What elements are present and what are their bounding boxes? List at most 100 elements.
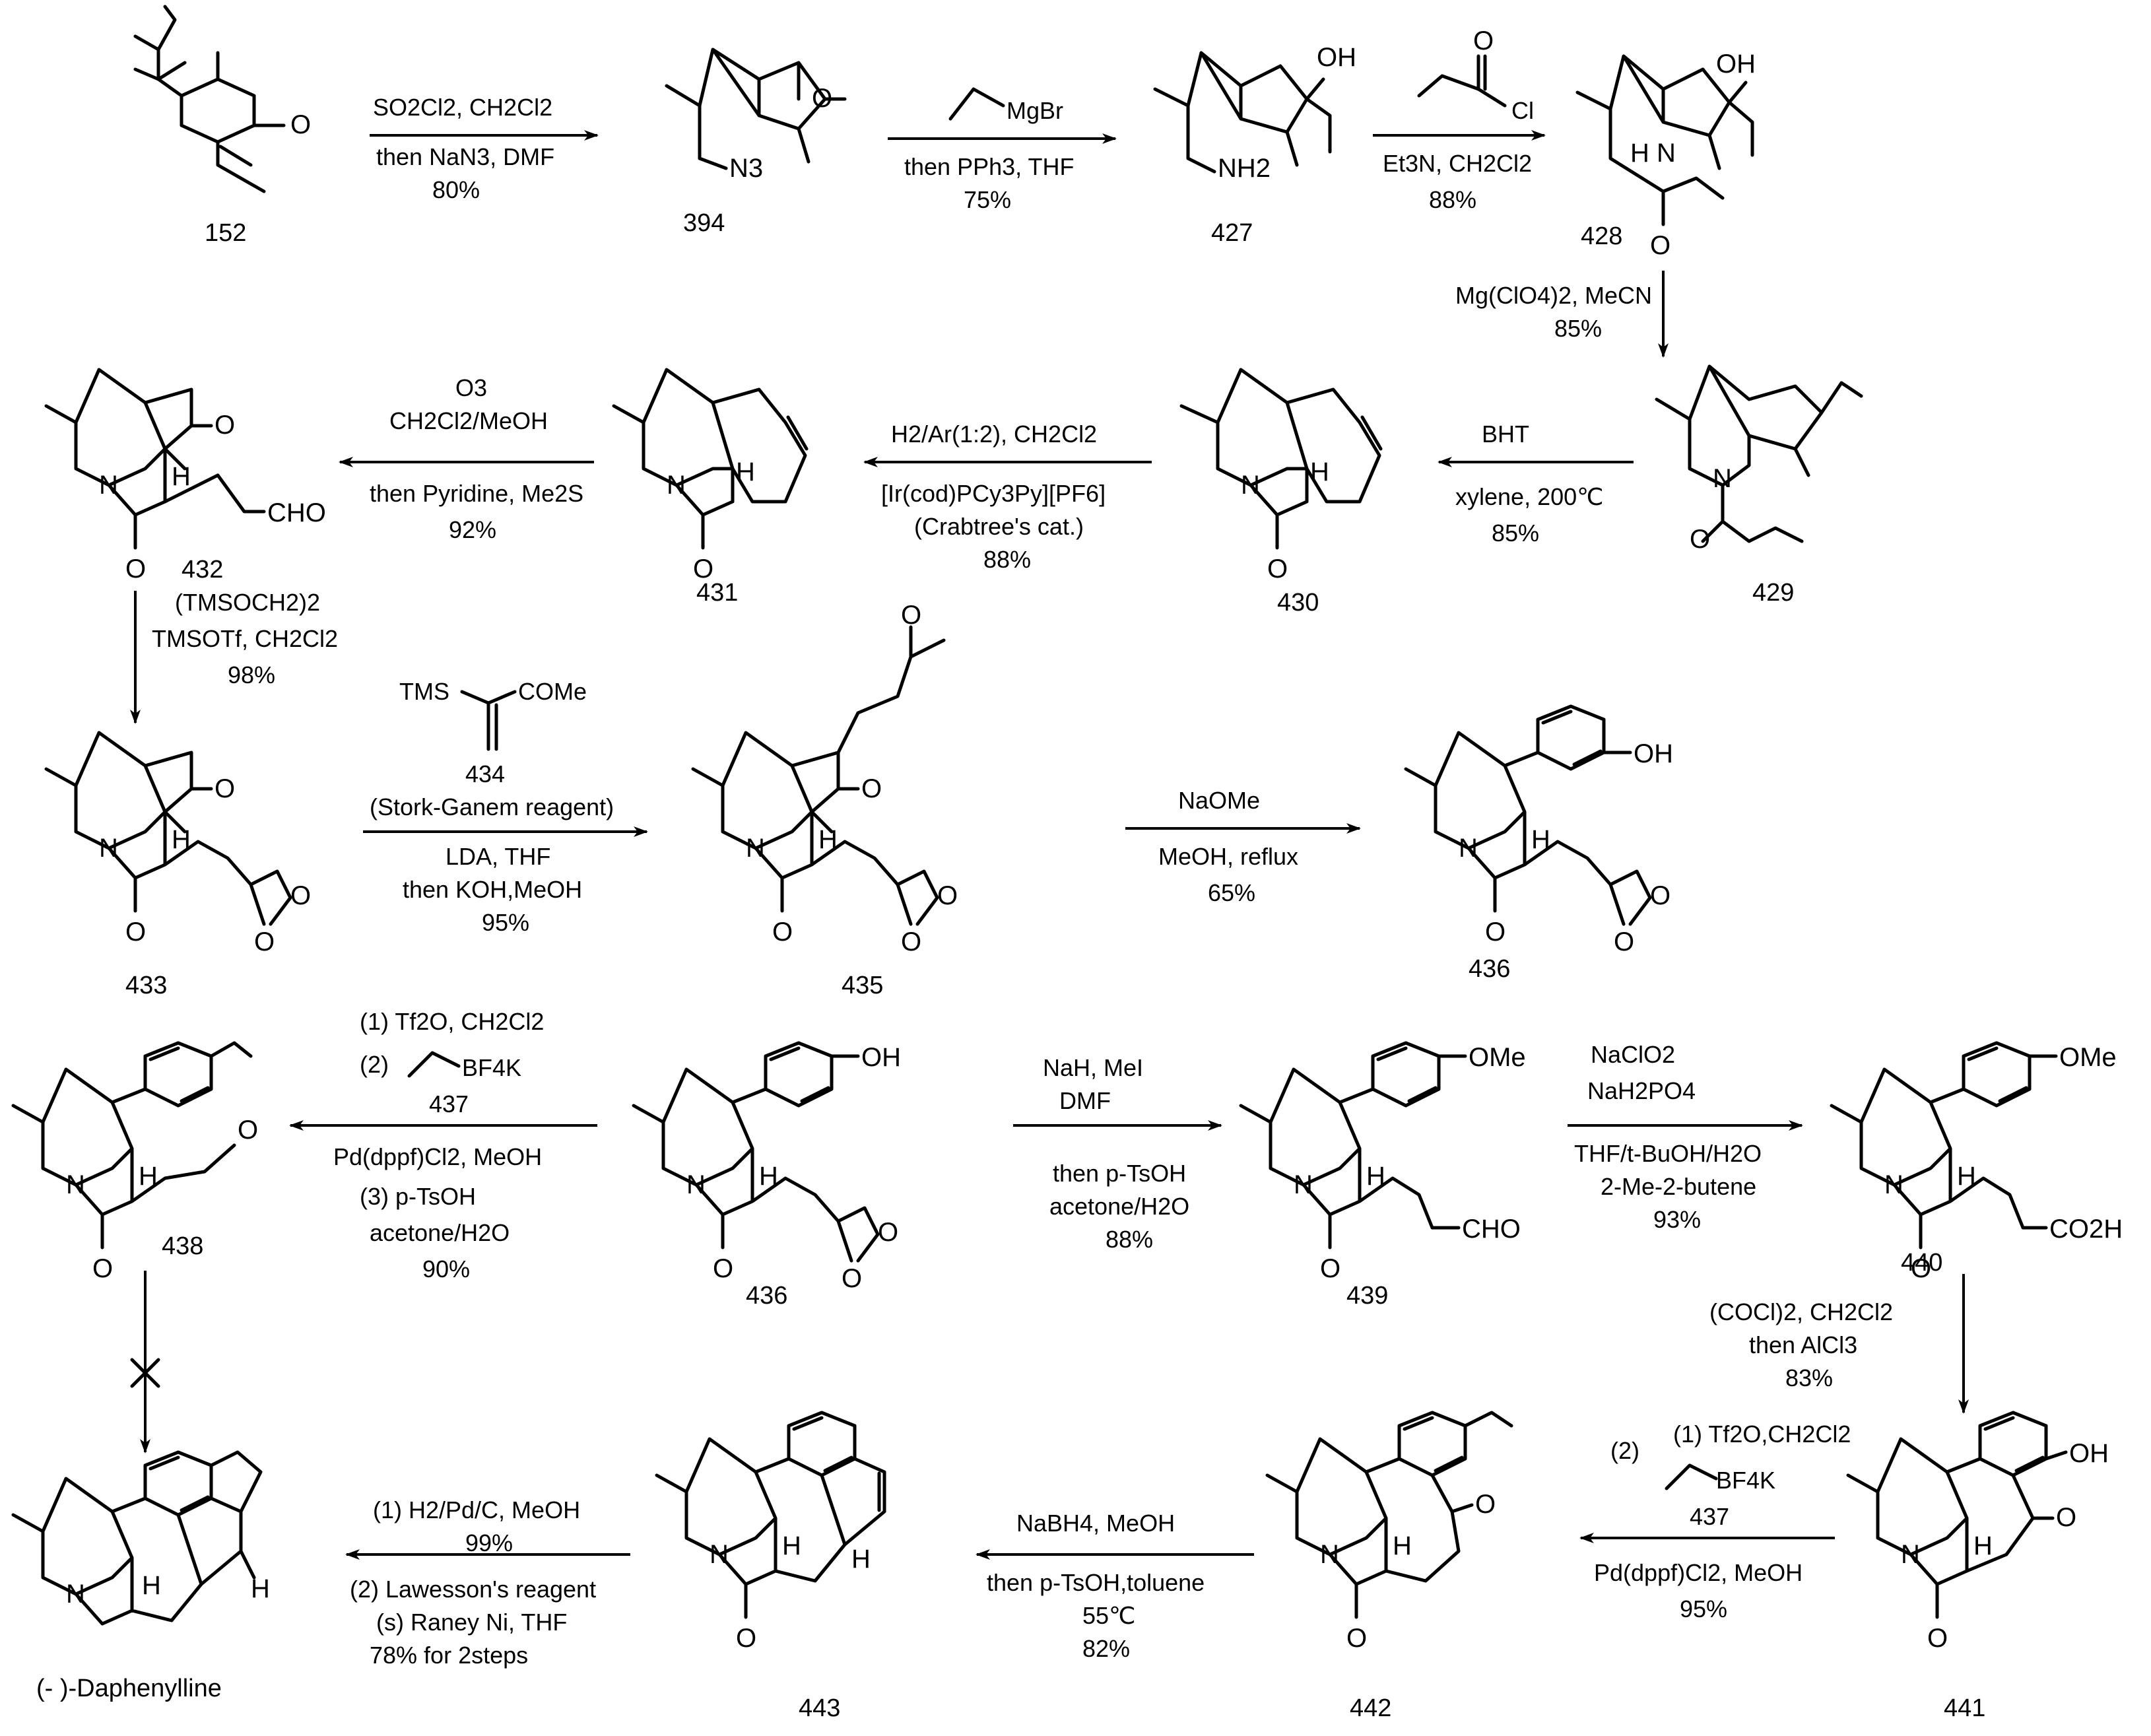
- atom-oh: OH: [2069, 1439, 2109, 1468]
- atom-oh: OH: [1317, 43, 1356, 72]
- atom-co2h: CO2H: [2049, 1215, 2123, 1244]
- structure-429: N O: [1655, 364, 1863, 554]
- step8-reagent2: TMSOTf, CH2Cl2: [152, 625, 338, 652]
- step11-reagent2: Pd(dppf)Cl2, MeOH: [333, 1143, 542, 1170]
- structure-440: OMe N H CO2H O: [1830, 1041, 2123, 1283]
- compound-label-438: 438: [162, 1232, 203, 1260]
- step17-yield2: 78% for 2steps: [370, 1642, 528, 1669]
- compound-label-429: 429: [1752, 579, 1794, 607]
- atom-h: H: [1531, 825, 1550, 854]
- atom-n: N: [710, 1540, 729, 1569]
- step5-reagent: BHT: [1482, 420, 1529, 448]
- atom-h: H: [251, 1574, 270, 1603]
- vinyl-group: [407, 1051, 461, 1078]
- atom-h: H: [818, 825, 838, 854]
- atom-o: O: [1927, 1624, 1948, 1653]
- atom-o: O: [901, 601, 921, 630]
- atom-h: H: [142, 1571, 161, 1600]
- step13-scavenger: 2-Me-2-butene: [1601, 1173, 1756, 1200]
- step3-reagent2: Et3N, CH2Cl2: [1383, 150, 1532, 177]
- atom-o: O: [215, 411, 235, 440]
- step13-solvent: THF/t-BuOH/H2O: [1574, 1140, 1762, 1167]
- step1-yield: 80%: [432, 176, 480, 203]
- step5-yield: 85%: [1492, 519, 1539, 547]
- atom-h: H: [139, 1162, 158, 1191]
- compound-label-433: 433: [125, 972, 167, 999]
- atom-n: N: [66, 1580, 85, 1609]
- step16-reagent: NaBH4, MeOH: [1016, 1510, 1175, 1537]
- step13-reagent2: NaH2PO4: [1587, 1077, 1696, 1104]
- compound-label-435: 435: [842, 972, 883, 999]
- step1-reagent2: then NaN3, DMF: [376, 143, 554, 170]
- compound-label-daphenylline: (- )-Daphenylline: [36, 1675, 222, 1702]
- step7-reagent: O3: [455, 374, 487, 401]
- structure-433: O N H O O O: [44, 731, 311, 956]
- atom-o: O: [812, 84, 832, 113]
- atom-n: N: [746, 834, 765, 863]
- atom-o: O: [215, 774, 235, 803]
- atom-n: N: [1241, 471, 1260, 500]
- atom-n3: N3: [729, 154, 763, 183]
- step6-yield: 88%: [983, 546, 1031, 573]
- atom-h: H: [782, 1531, 801, 1560]
- atom-o: O: [125, 554, 146, 584]
- acryloyl-chloride: [1417, 54, 1507, 108]
- step11-step2: (2): [360, 1051, 389, 1078]
- step7-reagent3: then Pyridine, Me2S: [370, 480, 583, 507]
- structure-441: OH O N H O: [1846, 1411, 2109, 1653]
- step8-reagent: (TMSOCH2)2: [175, 589, 320, 616]
- step13-reagent: NaClO2: [1591, 1041, 1675, 1068]
- atom-n: N: [686, 1170, 706, 1199]
- atom-o: O: [1485, 918, 1506, 947]
- atom-oh: OH: [1716, 50, 1756, 79]
- compound-label-427: 427: [1211, 219, 1253, 247]
- atom-o: O: [901, 927, 921, 956]
- structure-442: O N H O: [1265, 1411, 1513, 1653]
- atom-n: N: [1713, 464, 1732, 493]
- step17-reagent: (1) H2/Pd/C, MeOH: [373, 1496, 580, 1523]
- atom-o: O: [878, 1218, 898, 1247]
- step9-reagent-name: (Stork-Ganem reagent): [370, 793, 614, 820]
- step3-yield: 88%: [1429, 186, 1476, 213]
- atom-o: O: [861, 774, 882, 803]
- step9-come: COMe: [518, 678, 587, 705]
- structure-439: OMe N H CHO O: [1239, 1041, 1526, 1283]
- step12-yield: 88%: [1106, 1226, 1153, 1253]
- atom-o: O: [1346, 1624, 1367, 1653]
- step11-437: 437: [429, 1090, 469, 1118]
- atom-o: O: [238, 1116, 258, 1145]
- stork-ganem-reagent: [460, 690, 517, 751]
- compound-label-432: 432: [182, 556, 223, 584]
- atom-o: O: [1473, 26, 1494, 55]
- compound-label-443: 443: [799, 1694, 840, 1722]
- compound-label-436-top: 436: [1469, 955, 1510, 983]
- step9-reagent2: LDA, THF: [446, 843, 550, 870]
- atom-n: N: [99, 471, 118, 500]
- step14-reagent2: then AlCl3: [1749, 1331, 1857, 1358]
- atom-o: O: [772, 918, 793, 947]
- atom-h: H: [172, 462, 191, 491]
- compound-label-394: 394: [683, 209, 725, 237]
- step11-step3: (3) p-TsOH: [360, 1183, 476, 1210]
- atom-h: H: [1393, 1531, 1412, 1560]
- step4-yield: 85%: [1554, 315, 1602, 342]
- atom-h: H: [851, 1545, 871, 1574]
- vinyl-group: [1665, 1463, 1718, 1490]
- step14-yield: 83%: [1785, 1364, 1833, 1391]
- step10-reagent: NaOMe: [1178, 787, 1260, 814]
- compound-label-436-bottom: 436: [746, 1282, 787, 1310]
- step12-reagent: NaH, MeI: [1043, 1054, 1143, 1081]
- step7-yield: 92%: [449, 516, 496, 543]
- atom-h: H: [172, 825, 191, 854]
- atom-o: O: [1690, 525, 1710, 554]
- step6-reagent: H2/Ar(1:2), CH2Cl2: [891, 420, 1097, 448]
- compound-label-441: 441: [1944, 1694, 1985, 1722]
- atom-o: O: [1475, 1490, 1496, 1519]
- step2-reagent: MgBr: [1007, 97, 1063, 124]
- structure-432: O N H CHO O: [44, 368, 326, 584]
- step11-bf4k: BF4K: [462, 1054, 521, 1081]
- step9-reagent3: then KOH,MeOH: [403, 876, 582, 903]
- atom-o: O: [125, 918, 146, 947]
- step11-solvent: acetone/H2O: [370, 1219, 510, 1246]
- compound-label-439: 439: [1346, 1282, 1388, 1310]
